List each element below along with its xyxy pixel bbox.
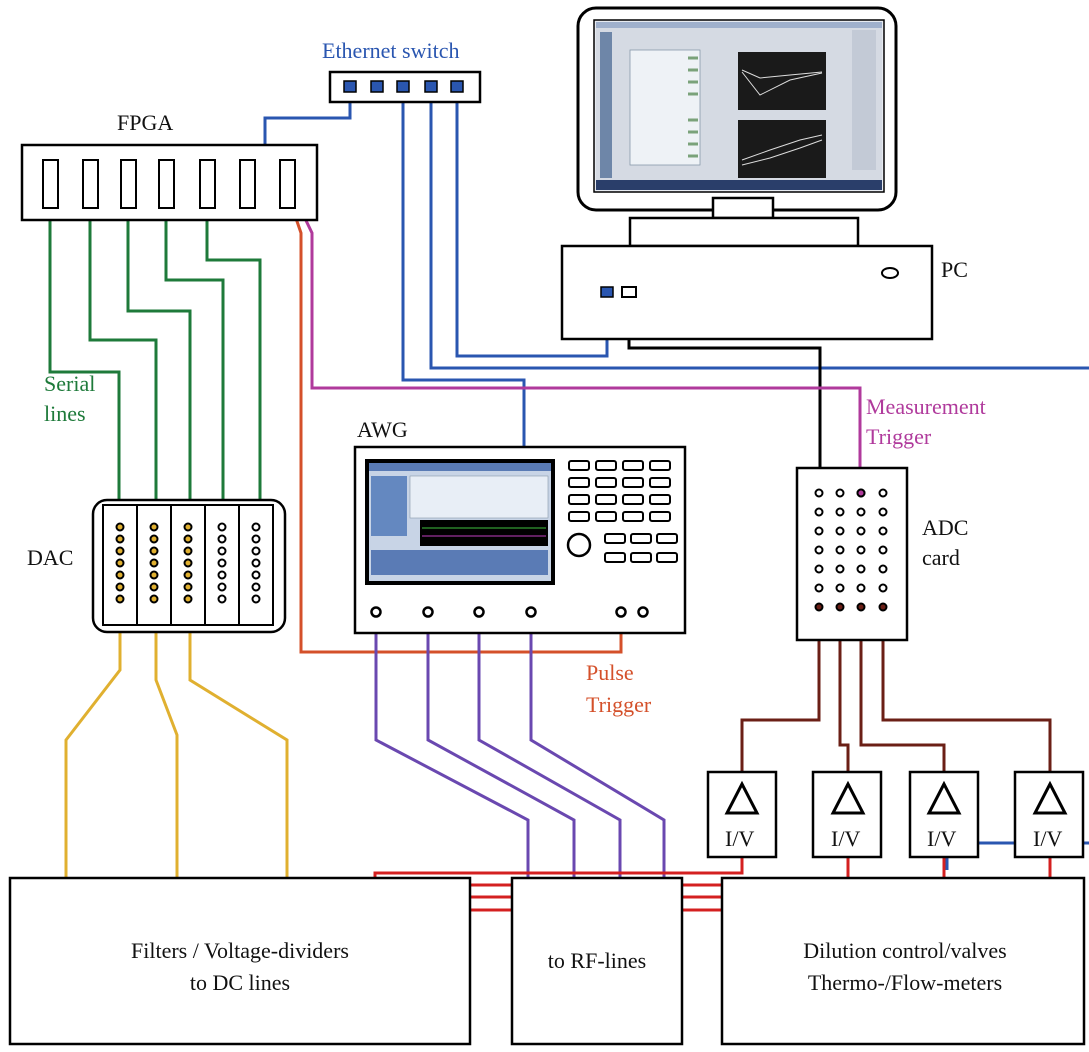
ethernet-switch-label: Ethernet switch	[322, 38, 459, 63]
serial-lines-label-2: lines	[44, 401, 86, 426]
pc-label: PC	[941, 257, 968, 282]
filters-label-2: to DC lines	[190, 970, 290, 995]
iv-converter-3-label: I/V	[927, 826, 956, 851]
iv-converter-2: I/V	[811, 770, 883, 859]
filters-box: Filters / Voltage-dividers to DC lines	[8, 876, 472, 1046]
dilution-label-2: Thermo-/Flow-meters	[808, 970, 1002, 995]
monitor-stand	[628, 196, 860, 248]
measurement-trigger-label-2: Trigger	[866, 424, 932, 449]
dilution-box: Dilution control/valves Thermo-/Flow-met…	[720, 876, 1086, 1046]
serial-lines-label-1: Serial	[44, 371, 95, 396]
serial-lines	[48, 183, 262, 500]
ethernet-switch	[328, 70, 482, 104]
rf-lines-box: to RF-lines	[510, 876, 684, 1046]
iv-converter-4-label: I/V	[1033, 826, 1062, 851]
awg-label: AWG	[357, 417, 408, 442]
measurement-trigger-label-1: Measurement	[866, 394, 986, 419]
dac-label: DAC	[27, 545, 73, 570]
rf-lines-label: to RF-lines	[548, 948, 646, 973]
awg-outputs	[370, 606, 649, 618]
monitor	[576, 6, 898, 212]
filters-label-1: Filters / Voltage-dividers	[131, 938, 349, 963]
adc-input-lines	[740, 610, 1052, 772]
rf-lines	[374, 616, 666, 878]
adc-card-label-1: ADC	[922, 515, 968, 540]
dilution-label-1: Dilution control/valves	[803, 938, 1006, 963]
iv-converter-3: I/V	[908, 770, 980, 859]
iv-converter-2-label: I/V	[831, 826, 860, 851]
adc-card-label-2: card	[922, 545, 960, 570]
iv-converter-1-label: I/V	[725, 826, 754, 851]
fpga-box	[20, 143, 319, 222]
iv-converter-1: I/V	[706, 770, 778, 859]
adc-card-box	[795, 466, 909, 642]
fpga-label: FPGA	[117, 110, 173, 135]
pulse-trigger-label-1: Pulse	[586, 660, 634, 685]
pulse-trigger-label-2: Trigger	[586, 692, 652, 717]
pc-box	[560, 244, 934, 341]
iv-converter-4: I/V	[1013, 770, 1085, 859]
awg-knob	[566, 532, 592, 558]
dac-connectors	[115, 522, 261, 604]
awg-box	[353, 445, 687, 635]
